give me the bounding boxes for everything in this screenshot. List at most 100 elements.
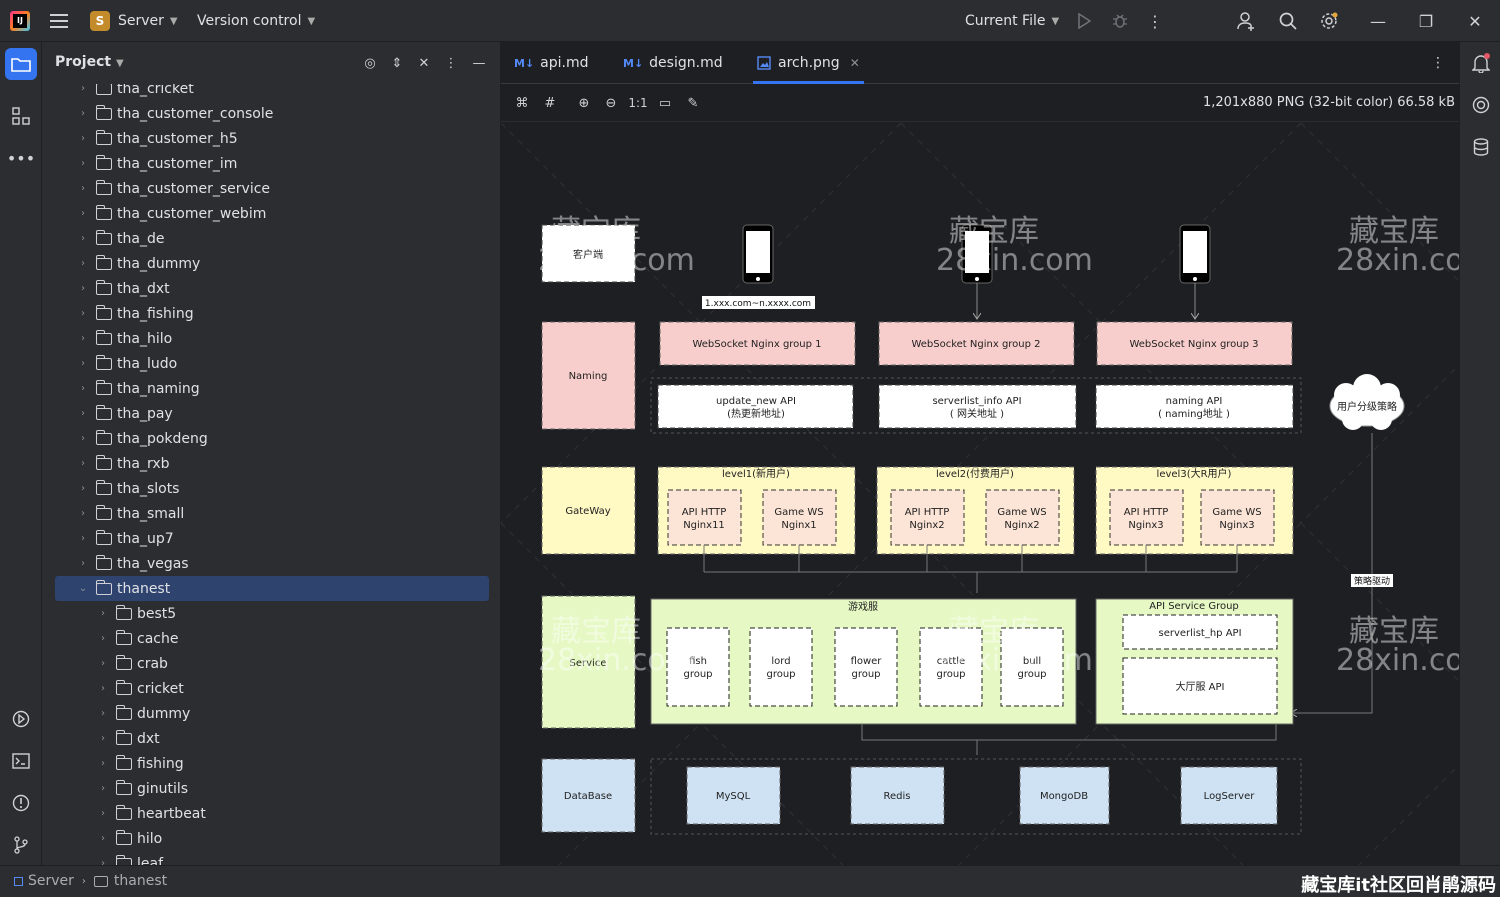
tab-options-icon[interactable]: ⋮ — [1431, 55, 1445, 71]
add-user-icon[interactable] — [1228, 0, 1264, 42]
tree-item-tha_customer_console[interactable]: ›tha_customer_console — [42, 101, 500, 126]
chevron-right-icon[interactable]: › — [101, 783, 105, 794]
more-actions-icon[interactable]: ⋮ — [1147, 11, 1163, 31]
tree-item-tha_ludo[interactable]: ›tha_ludo — [42, 351, 500, 376]
chevron-right-icon[interactable]: › — [81, 508, 85, 519]
tree-item-tha_fishing[interactable]: ›tha_fishing — [42, 301, 500, 326]
chevron-right-icon[interactable]: › — [81, 133, 85, 144]
tree-item-fishing[interactable]: ›fishing — [42, 751, 500, 776]
chevron-right-icon[interactable]: › — [81, 408, 85, 419]
chevron-right-icon[interactable]: › — [101, 733, 105, 744]
tree-item-crab[interactable]: ›crab — [42, 651, 500, 676]
chevron-right-icon[interactable]: › — [81, 533, 85, 544]
tree-item-heartbeat[interactable]: ›heartbeat — [42, 801, 500, 826]
chevron-right-icon[interactable]: › — [101, 608, 105, 619]
close-tab-icon[interactable]: ✕ — [849, 56, 860, 70]
tree-item-tha_customer_webim[interactable]: ›tha_customer_webim — [42, 201, 500, 226]
restore-icon[interactable]: ❐ — [1418, 11, 1434, 31]
project-selector[interactable]: S Server ▼ — [90, 0, 178, 42]
tree-item-hilo[interactable]: ›hilo — [42, 826, 500, 851]
chevron-right-icon[interactable]: › — [101, 833, 105, 844]
tree-item-tha_hilo[interactable]: ›tha_hilo — [42, 326, 500, 351]
actual-size-button[interactable]: 1:1 — [628, 96, 648, 110]
tree-item-tha_up7[interactable]: ›tha_up7 — [42, 526, 500, 551]
collapse-all-icon[interactable]: ✕ — [418, 55, 430, 71]
project-folder-icon[interactable] — [5, 48, 37, 80]
breadcrumb-root[interactable]: Server — [28, 873, 74, 889]
tree-item-tha_naming[interactable]: ›tha_naming — [42, 376, 500, 401]
expand-all-icon[interactable]: ⇕ — [391, 55, 403, 71]
chevron-right-icon[interactable]: › — [81, 483, 85, 494]
chevron-right-icon[interactable]: › — [81, 233, 85, 244]
database-icon[interactable] — [1470, 136, 1492, 158]
tree-item-tha_de[interactable]: ›tha_de — [42, 226, 500, 251]
settings-gear-icon[interactable] — [1311, 0, 1347, 42]
tree-item-ginutils[interactable]: ›ginutils — [42, 776, 500, 801]
chevron-right-icon[interactable]: › — [81, 84, 85, 94]
tree-item-cache[interactable]: ›cache — [42, 626, 500, 651]
minimize-icon[interactable]: — — [1370, 11, 1386, 31]
ide-logo-icon[interactable]: IJ — [10, 0, 32, 42]
chevron-right-icon[interactable]: › — [81, 383, 85, 394]
tree-item-tha_pay[interactable]: ›tha_pay — [42, 401, 500, 426]
debug-icon[interactable] — [1102, 0, 1138, 42]
chevron-right-icon[interactable]: › — [101, 683, 105, 694]
chevron-right-icon[interactable]: › — [81, 158, 85, 169]
panel-title[interactable]: Project ▼ — [55, 54, 124, 70]
tree-item-tha_dummy[interactable]: ›tha_dummy — [42, 251, 500, 276]
chevron-right-icon[interactable]: › — [81, 333, 85, 344]
color-picker-icon[interactable]: ✎ — [687, 95, 699, 111]
chevron-right-icon[interactable]: › — [81, 308, 85, 319]
tree-item-tha_customer_service[interactable]: ›tha_customer_service — [42, 176, 500, 201]
chevron-right-icon[interactable]: › — [81, 358, 85, 369]
chevron-right-icon[interactable]: › — [81, 108, 85, 119]
chevron-right-icon[interactable]: › — [101, 708, 105, 719]
breadcrumb-folder[interactable]: thanest — [113, 873, 168, 889]
more-tools-icon[interactable]: ••• — [6, 148, 36, 168]
zoom-out-icon[interactable]: ⊖ — [605, 95, 617, 111]
chevron-right-icon[interactable]: › — [81, 283, 85, 294]
chevron-right-icon[interactable]: › — [81, 458, 85, 469]
chevron-right-icon[interactable]: › — [101, 633, 105, 644]
options-icon[interactable]: ⋮ — [444, 55, 458, 71]
tab-design-md[interactable]: M↓design.md — [623, 55, 723, 71]
structure-icon[interactable] — [5, 100, 37, 132]
problems-icon[interactable] — [5, 787, 37, 819]
tree-item-dxt[interactable]: ›dxt — [42, 726, 500, 751]
tree-item-tha_dxt[interactable]: ›tha_dxt — [42, 276, 500, 301]
close-icon[interactable]: ✕ — [1468, 11, 1482, 31]
chevron-right-icon[interactable]: › — [101, 758, 105, 769]
locate-icon[interactable]: ◎ — [364, 55, 376, 71]
fit-zoom-icon[interactable]: ⌘ — [515, 95, 529, 111]
hide-panel-icon[interactable]: — — [472, 55, 486, 71]
chevron-down-icon[interactable]: ⌄ — [78, 583, 88, 594]
tab-api-md[interactable]: M↓api.md — [514, 55, 589, 71]
search-icon[interactable] — [1270, 0, 1306, 42]
tree-item-best5[interactable]: ›best5 — [42, 601, 500, 626]
chevron-right-icon[interactable]: › — [81, 208, 85, 219]
chevron-right-icon[interactable]: › — [81, 433, 85, 444]
tree-item-tha_vegas[interactable]: ›tha_vegas — [42, 551, 500, 576]
chevron-right-icon[interactable]: › — [101, 858, 105, 865]
chevron-right-icon[interactable]: › — [101, 658, 105, 669]
tree-item-tha_pokdeng[interactable]: ›tha_pokdeng — [42, 426, 500, 451]
run-config-selector[interactable]: Current File ▼ — [965, 0, 1059, 42]
tree-item-tha_customer_h5[interactable]: ›tha_customer_h5 — [42, 126, 500, 151]
tab-arch-png[interactable]: arch.png ✕ — [753, 42, 864, 84]
tree-item-tha_slots[interactable]: ›tha_slots — [42, 476, 500, 501]
chevron-right-icon[interactable]: › — [81, 183, 85, 194]
tree-item-cricket[interactable]: ›cricket — [42, 676, 500, 701]
vcs-selector[interactable]: Version control ▼ — [197, 0, 315, 42]
tree-item-tha_customer_im[interactable]: ›tha_customer_im — [42, 151, 500, 176]
tree-item-dummy[interactable]: ›dummy — [42, 701, 500, 726]
main-menu-icon[interactable] — [50, 0, 72, 42]
run-icon[interactable] — [1066, 0, 1102, 42]
background-icon[interactable]: ▭ — [658, 95, 672, 111]
notifications-icon[interactable] — [1470, 52, 1492, 74]
chevron-right-icon[interactable]: › — [81, 258, 85, 269]
tree-item-tha_cricket[interactable]: ›tha_cricket — [42, 84, 500, 101]
services-icon[interactable] — [5, 703, 37, 735]
git-branch-icon[interactable] — [5, 829, 37, 861]
tree-item-tha_rxb[interactable]: ›tha_rxb — [42, 451, 500, 476]
tree-item-tha_small[interactable]: ›tha_small — [42, 501, 500, 526]
